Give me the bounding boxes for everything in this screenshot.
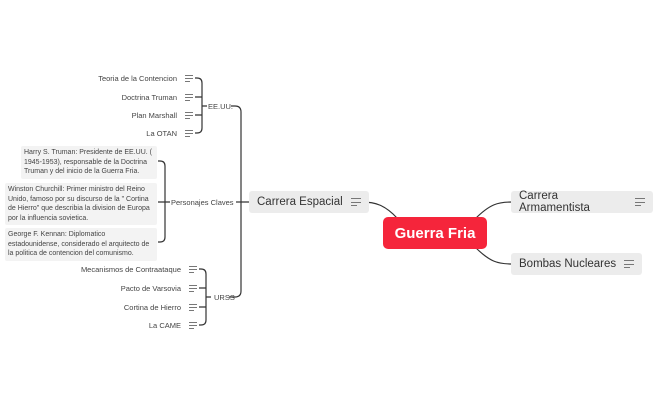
notes-icon[interactable] xyxy=(185,111,193,119)
leaf-harry-truman[interactable]: Harry S. Truman: Presidente de EE.UU. ( … xyxy=(21,146,157,179)
notes-icon[interactable] xyxy=(189,284,197,292)
notes-icon[interactable] xyxy=(624,260,635,268)
link-carrera-espacial-branches xyxy=(229,105,249,298)
link-eeuu-items xyxy=(195,77,207,134)
leaf-cortina-hierro[interactable]: Cortina de Hierro xyxy=(124,300,197,314)
leaf-george-kennan[interactable]: George F. Kennan: Diplomatico estadounid… xyxy=(5,228,157,261)
leaf-label: Plan Marshall xyxy=(131,110,177,120)
notes-icon[interactable] xyxy=(185,93,193,101)
leaf-teoria-contencion[interactable]: Teoria de la Contencion xyxy=(98,71,193,85)
leaf-plan-marshall[interactable]: Plan Marshall xyxy=(132,108,193,122)
leaf-la-came[interactable]: La CAME xyxy=(149,318,197,332)
topic-carrera-armamentista[interactable]: Carrera Armamentista xyxy=(511,190,653,214)
leaf-doctrina-truman[interactable]: Doctrina Truman xyxy=(122,90,193,104)
link-root-carrera-armamentista xyxy=(474,201,513,220)
topic-label: Carrera Armamentista xyxy=(519,190,590,214)
leaf-label: La OTAN xyxy=(146,128,177,138)
leaf-label: La CAME xyxy=(148,320,181,330)
link-root-bombas-nucleares xyxy=(474,246,513,265)
leaf-label: Teoria de la Contencion xyxy=(98,73,177,83)
notes-icon[interactable] xyxy=(635,198,645,206)
notes-icon[interactable] xyxy=(189,321,197,329)
leaf-label: Pacto de Varsovia xyxy=(120,283,181,293)
topic-label: Bombas Nucleares xyxy=(519,258,617,270)
topic-carrera-espacial[interactable]: Carrera Espacial xyxy=(249,191,369,213)
subtopic-personajes-claves[interactable]: Personajes Claves xyxy=(171,197,234,207)
leaf-label: Doctrina Truman xyxy=(121,92,177,102)
leaf-winston-churchill[interactable]: Winston Churchill: Primer ministro del R… xyxy=(5,183,157,225)
topic-label: Carrera Espacial xyxy=(257,196,343,208)
leaf-la-otan[interactable]: La OTAN xyxy=(146,126,193,140)
notes-icon[interactable] xyxy=(350,198,361,206)
notes-icon[interactable] xyxy=(189,303,197,311)
notes-icon[interactable] xyxy=(189,265,197,273)
subtopic-eeuu[interactable]: EE.UU. xyxy=(208,101,234,111)
link-personajes-items xyxy=(158,160,170,243)
leaf-mecanismos-contraataque[interactable]: Mecanismos de Contraataque xyxy=(81,262,197,276)
subtopic-urss[interactable]: URSS xyxy=(214,292,235,302)
topic-bombas-nucleares[interactable]: Bombas Nucleares xyxy=(511,253,643,275)
root-topic-guerra-fria[interactable]: Guerra Fria xyxy=(383,217,487,249)
notes-icon[interactable] xyxy=(185,74,193,82)
leaf-label: Mecanismos de Contraataque xyxy=(80,264,181,274)
link-urss-items xyxy=(199,268,211,326)
leaf-label: Cortina de Hierro xyxy=(123,302,181,312)
leaf-pacto-varsovia[interactable]: Pacto de Varsovia xyxy=(121,281,197,295)
notes-icon[interactable] xyxy=(185,129,193,137)
